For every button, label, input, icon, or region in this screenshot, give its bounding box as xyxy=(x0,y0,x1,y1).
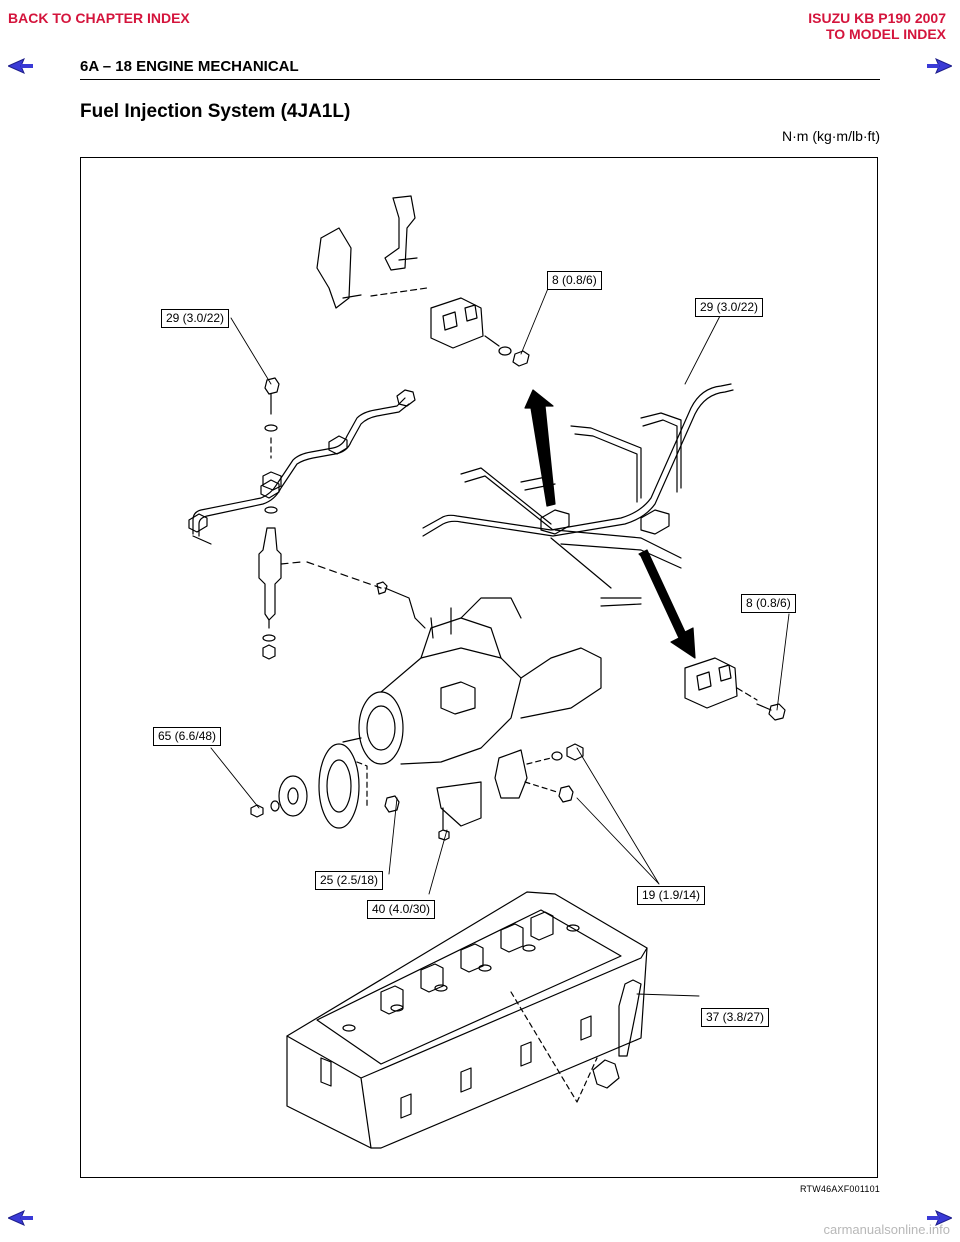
prev-page-arrow-icon[interactable] xyxy=(8,58,34,74)
figure-code: RTW46AXF001101 xyxy=(799,1184,880,1194)
torque-label-eye-bolt: 37 (3.8/27) xyxy=(701,1008,770,1027)
back-to-chapter-index-link[interactable]: BACK TO CHAPTER INDEX xyxy=(8,10,190,26)
torque-label-bracket-bolt: 25 (2.5/18) xyxy=(315,871,384,890)
injection-pipes xyxy=(422,383,734,607)
torque-label-clamp-bolt: 8 (0.8/6) xyxy=(741,594,796,613)
site-watermark: carmanualsonline.info xyxy=(823,1222,950,1237)
fuel-injection-diagram: 8 (0.8/6) 29 (3.0/22) 29 (3.0/22) 8 (0.8… xyxy=(80,157,878,1178)
torque-label-pump-bolts: 19 (1.9/14) xyxy=(637,886,706,905)
torque-label-gear-nut: 65 (6.6/48) xyxy=(153,727,222,746)
model-index-link[interactable]: TO MODEL INDEX xyxy=(825,26,946,42)
exploded-view-illustration xyxy=(188,195,790,1149)
model-nav: ISUZU KB P190 2007 TO MODEL INDEX xyxy=(808,10,946,42)
leak-off-bolt xyxy=(592,979,642,1089)
torque-label-stay-bolt: 40 (4.0/30) xyxy=(367,900,436,919)
pipe-clamp-lower xyxy=(684,657,786,721)
header-divider xyxy=(80,79,880,80)
upper-brackets xyxy=(316,195,428,309)
next-page-arrow-icon[interactable] xyxy=(926,58,952,74)
torque-label-clamp-nut: 8 (0.8/6) xyxy=(547,271,602,290)
torque-units: N·m (kg·m/lb·ft) xyxy=(782,128,880,144)
leak-off-pipe xyxy=(188,389,416,545)
torque-label-injector-bolt: 29 (3.0/22) xyxy=(161,309,230,328)
prev-page-arrow-bottom-icon[interactable] xyxy=(8,1210,34,1226)
pump-gear xyxy=(250,743,368,829)
model-name-link[interactable]: ISUZU KB P190 2007 xyxy=(808,10,946,26)
torque-leader-lines xyxy=(210,285,790,997)
direction-arrows xyxy=(524,389,696,659)
pipe-clamp-upper xyxy=(430,297,530,367)
cylinder-head xyxy=(286,891,648,1149)
injection-pump xyxy=(342,597,602,765)
page-header-title: 6A – 18 ENGINE MECHANICAL xyxy=(80,58,299,75)
injector-assembly xyxy=(258,377,426,660)
pump-brackets xyxy=(384,743,584,841)
section-title: Fuel Injection System (4JA1L) xyxy=(80,101,351,122)
torque-label-pipe-nut: 29 (3.0/22) xyxy=(695,298,764,317)
next-page-arrow-bottom-icon[interactable] xyxy=(926,1210,952,1226)
